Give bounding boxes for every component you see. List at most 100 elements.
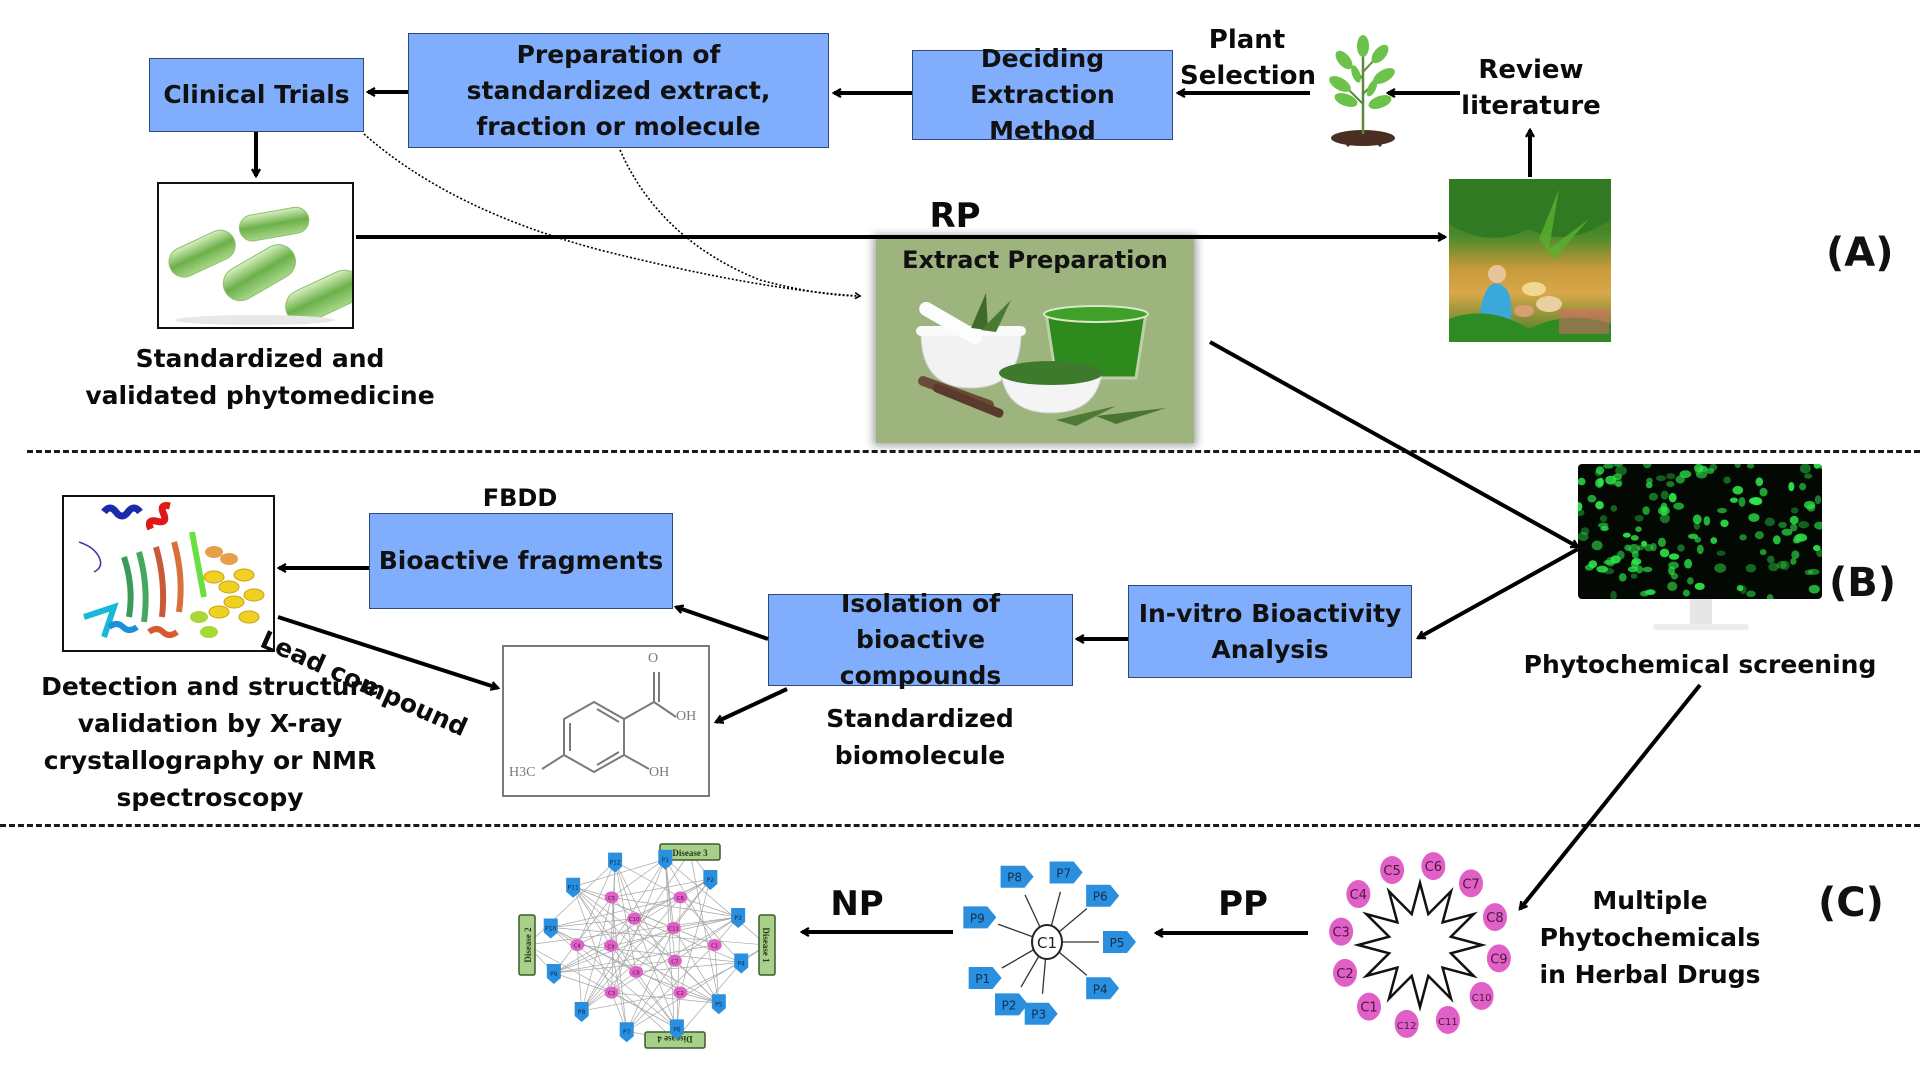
- cell-nucleus: [1748, 513, 1760, 522]
- network-edges: [526, 851, 768, 1041]
- target-node: P5: [1103, 931, 1136, 953]
- svg-text:C7: C7: [1462, 877, 1479, 892]
- cell-nucleus: [1692, 514, 1702, 525]
- cell-nucleus: [1696, 544, 1704, 555]
- svg-text:C10: C10: [1472, 993, 1492, 1004]
- cell-nucleus: [1772, 535, 1781, 545]
- section-divider-bc: [0, 824, 1920, 827]
- preparation-label: Preparation of standardized extract, fra…: [466, 39, 771, 141]
- svg-text:P12: P12: [609, 860, 620, 867]
- phytochemical-screening-label: Phytochemical screening: [1523, 650, 1877, 679]
- disease-node: Disease 1: [758, 914, 776, 976]
- star-shape: [1353, 878, 1487, 1012]
- svg-text:P4: P4: [738, 960, 746, 967]
- network-protein-node: P10: [543, 918, 558, 939]
- target-node: P3: [1024, 1002, 1058, 1025]
- svg-text:P11: P11: [568, 885, 579, 892]
- cell-nucleus: [1673, 502, 1685, 510]
- svg-text:P2: P2: [1002, 998, 1017, 1012]
- dotted-link-preparation-to-extract: [619, 149, 861, 297]
- svg-text:P8: P8: [578, 1009, 586, 1016]
- svg-text:C4: C4: [1350, 888, 1367, 903]
- isolation-box: Isolation of bioactive compounds: [768, 589, 1073, 690]
- cell-nucleus: [1668, 492, 1677, 503]
- cell-nucleus: [1790, 523, 1798, 532]
- cell-nucleus: [1615, 465, 1627, 476]
- cell-nucleus: [1666, 473, 1676, 480]
- network-protein-node: P3: [731, 908, 746, 929]
- cell-nucleus: [1813, 464, 1821, 469]
- svg-text:C1: C1: [1037, 934, 1057, 952]
- cell-nucleus: [1648, 492, 1658, 501]
- target-node: P4: [1086, 977, 1120, 1000]
- compound-node: C9: [1486, 944, 1511, 973]
- cell-nucleus: [1642, 506, 1650, 515]
- cell-nucleus: [1754, 531, 1764, 540]
- compound-node: C12: [1394, 1009, 1419, 1038]
- cell-nucleus: [1642, 464, 1652, 469]
- cell-nucleus: [1739, 534, 1747, 541]
- preparation-box: Preparation of standardized extract, fra…: [408, 33, 829, 148]
- compound-node: C3: [1329, 917, 1354, 946]
- section-a-label: (A): [1826, 230, 1894, 276]
- svg-text:C3: C3: [1332, 926, 1349, 941]
- network-protein-node: P9: [546, 963, 561, 984]
- cell-nucleus: [1736, 585, 1744, 592]
- svg-text:C8: C8: [1486, 911, 1503, 926]
- cell-nucleus: [1766, 594, 1774, 599]
- svg-text:P10: P10: [545, 926, 556, 933]
- target-node: P6: [1086, 884, 1120, 907]
- cell-nucleus: [1759, 549, 1767, 556]
- svg-text:C5: C5: [1383, 864, 1400, 879]
- svg-text:P7: P7: [623, 1029, 631, 1036]
- cell-nucleus: [1799, 464, 1811, 474]
- cell-nucleus: [1645, 481, 1653, 489]
- cell-nucleus: [1597, 477, 1604, 487]
- cell-nucleus: [1812, 544, 1821, 552]
- network-compound-node: C3: [604, 986, 619, 999]
- svg-text:P4: P4: [1093, 982, 1108, 996]
- svg-text:Disease 1: Disease 1: [761, 927, 771, 963]
- svg-text:P1: P1: [662, 857, 670, 864]
- cell-nucleus: [1642, 566, 1653, 573]
- cell-nucleus: [1595, 466, 1605, 475]
- svg-text:C6: C6: [677, 896, 685, 902]
- network-protein-node: P2: [703, 870, 718, 891]
- cell-nucleus: [1666, 480, 1675, 488]
- arrow-screening-to-phytochemicals: [1518, 683, 1702, 909]
- cell-nucleus: [1734, 464, 1741, 468]
- svg-text:P5: P5: [715, 1001, 723, 1008]
- cell-nucleus: [1720, 519, 1729, 528]
- network-protein-node: P12: [608, 852, 623, 873]
- network-compound-node: C6: [673, 891, 688, 904]
- cell-nucleus: [1799, 482, 1807, 491]
- standardized-biomolecule-label: Standardized biomolecule: [826, 704, 1014, 770]
- cell-nucleus: [1682, 589, 1690, 597]
- cell-nucleus: [1768, 562, 1779, 572]
- compound-node: C2: [1333, 958, 1358, 987]
- cell-nucleus: [1714, 563, 1727, 573]
- svg-text:P5: P5: [1110, 936, 1125, 950]
- svg-text:P7: P7: [1056, 866, 1071, 880]
- cell-nucleus: [1616, 550, 1625, 560]
- cell-nucleus: [1591, 540, 1603, 551]
- svg-text:P6: P6: [1093, 890, 1108, 904]
- molecule-oh-bottom-label: OH: [649, 765, 670, 780]
- cell-nucleus: [1780, 560, 1790, 571]
- svg-text:P2: P2: [707, 877, 715, 884]
- target-node: P8: [1000, 865, 1034, 888]
- extract-preparation-label: Extract Preparation: [902, 246, 1168, 274]
- cell-nucleus: [1766, 555, 1775, 564]
- cell-nucleus: [1729, 497, 1739, 503]
- molecule-methyl-label: H3C: [509, 765, 536, 780]
- svg-text:C9: C9: [1490, 952, 1507, 967]
- cell-nucleus: [1705, 468, 1715, 474]
- svg-text:C7: C7: [671, 959, 679, 965]
- cell-nucleus: [1635, 565, 1644, 574]
- svg-text:C3: C3: [608, 991, 616, 997]
- cell-nucleus: [1807, 568, 1820, 575]
- cell-nucleus: [1694, 464, 1704, 473]
- network-compound-node: C10: [627, 912, 642, 925]
- compound-node: C4: [1346, 880, 1371, 909]
